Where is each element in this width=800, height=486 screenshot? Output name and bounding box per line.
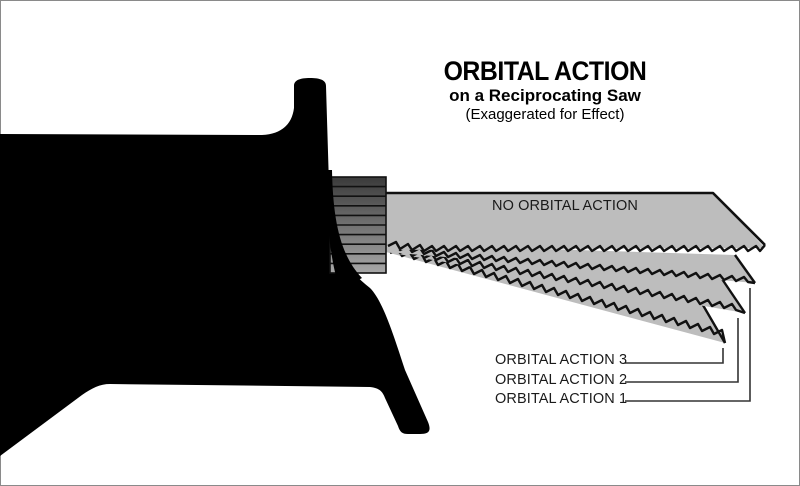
saw-body	[0, 78, 430, 456]
title-block: ORBITAL ACTION on a Reciprocating Saw (E…	[400, 56, 690, 124]
label-no-orbital-action: NO ORBITAL ACTION	[492, 198, 638, 214]
leader-line-orbital-2	[625, 318, 739, 383]
leader-lines	[625, 288, 751, 402]
label-orbital-action-1: ORBITAL ACTION 1	[495, 391, 628, 407]
leader-line-orbital-3	[625, 348, 724, 364]
diagram-subtitle: on a Reciprocating Saw	[449, 86, 641, 105]
diagram-note: (Exaggerated for Effect)	[465, 106, 625, 123]
label-orbital-action-2: ORBITAL ACTION 2	[495, 372, 628, 388]
blade-orbital-1	[386, 242, 756, 285]
diagram-title: ORBITAL ACTION	[443, 56, 647, 86]
leader-line-orbital-1	[625, 288, 751, 402]
blade-no-orbital	[386, 191, 766, 253]
label-orbital-action-3: ORBITAL ACTION 3	[495, 352, 628, 368]
